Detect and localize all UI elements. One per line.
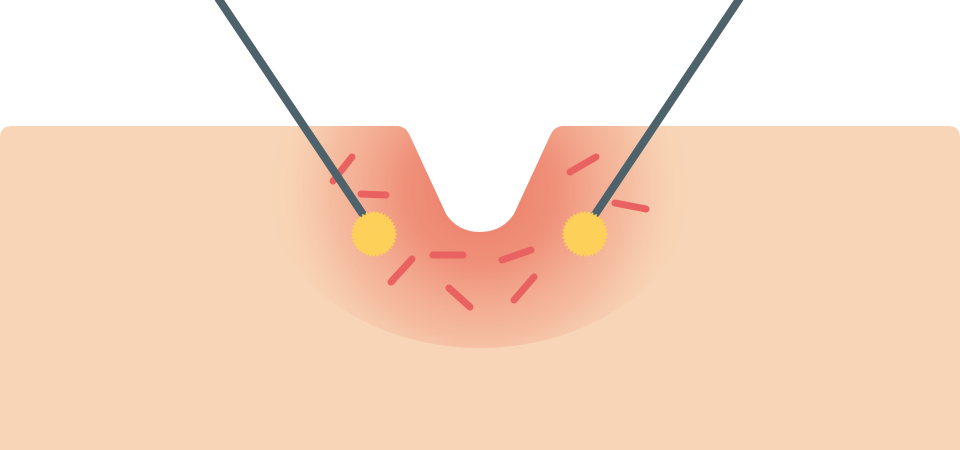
dash-mark xyxy=(445,284,474,311)
probe-tip-circle xyxy=(561,210,609,258)
left-probe-tip xyxy=(350,210,398,258)
heated-probe-tips xyxy=(350,210,609,258)
right-probe xyxy=(586,0,744,225)
dash-marks xyxy=(329,153,650,311)
dash-mark xyxy=(510,273,538,304)
electrode-probes xyxy=(214,0,744,225)
probe-tip-circle xyxy=(350,210,398,258)
dash-mark xyxy=(566,153,600,176)
dash-mark xyxy=(357,190,390,199)
dash-mark xyxy=(387,255,416,286)
left-probe xyxy=(214,0,372,225)
inflammation-glow xyxy=(265,126,695,348)
dash-mark xyxy=(498,246,535,264)
right-probe-tip xyxy=(561,210,609,258)
dash-mark xyxy=(611,199,650,213)
